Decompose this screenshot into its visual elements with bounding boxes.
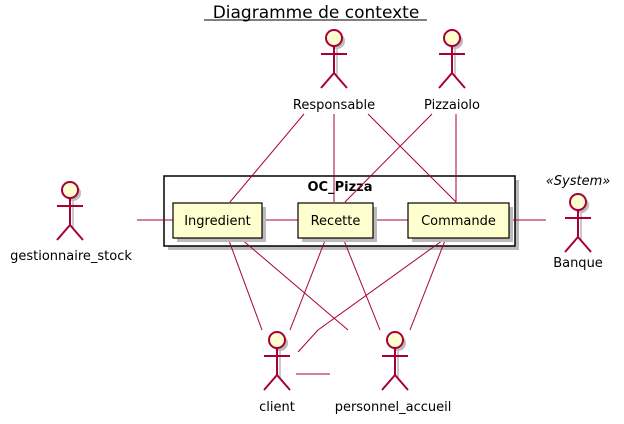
edge-ingredient-personnel — [239, 237, 349, 331]
diagram-title: Diagramme de contexte — [213, 3, 420, 23]
edge-recette-client — [289, 237, 327, 331]
actor-pizzaiolo: Pizzaiolo — [424, 29, 480, 113]
usecase-ingredient: Ingredient — [172, 202, 266, 242]
actor-responsable: Responsable — [293, 29, 375, 113]
actor-banque-stereotype: «System» — [546, 174, 611, 189]
actor-pizzaiolo-label: Pizzaiolo — [424, 98, 480, 113]
actor-banque-label: Banque — [553, 256, 603, 271]
actor-gestionnaire-stock-icon — [56, 181, 84, 241]
edge-commande-personnel — [409, 237, 447, 331]
actor-client: client — [259, 331, 295, 415]
edge-pizzaiolo-recette — [344, 113, 433, 203]
actor-banque-icon — [564, 193, 592, 253]
edge-responsable-ingredient — [229, 113, 305, 203]
usecase-recette: Recette — [297, 202, 377, 242]
actor-banque: «System» Banque — [546, 174, 611, 271]
actor-client-label: client — [259, 400, 295, 415]
usecase-commande-label: Commande — [421, 214, 496, 229]
edge-responsable-commande — [367, 113, 457, 203]
usecase-recette-label: Recette — [311, 214, 361, 229]
edges — [137, 113, 546, 375]
actor-pizzaiolo-icon — [438, 29, 466, 89]
actor-responsable-label: Responsable — [293, 98, 375, 113]
edge-recette-personnel — [342, 237, 381, 331]
actor-gestionnaire-stock: gestionnaire_stock — [10, 181, 132, 264]
actor-client-icon — [263, 331, 291, 391]
actor-personnel-accueil-icon — [381, 331, 409, 391]
edge-commande-client — [297, 237, 447, 353]
usecase-commande: Commande — [407, 202, 513, 242]
actor-gestionnaire-stock-label: gestionnaire_stock — [10, 249, 132, 264]
usecase-ingredient-label: Ingredient — [184, 214, 251, 229]
actor-personnel-accueil-label: personnel_accueil — [335, 400, 452, 415]
edge-ingredient-client — [227, 237, 263, 331]
package-title: OC_Pizza — [308, 180, 373, 195]
actor-responsable-icon — [320, 29, 348, 89]
actor-personnel-accueil: personnel_accueil — [335, 331, 452, 415]
